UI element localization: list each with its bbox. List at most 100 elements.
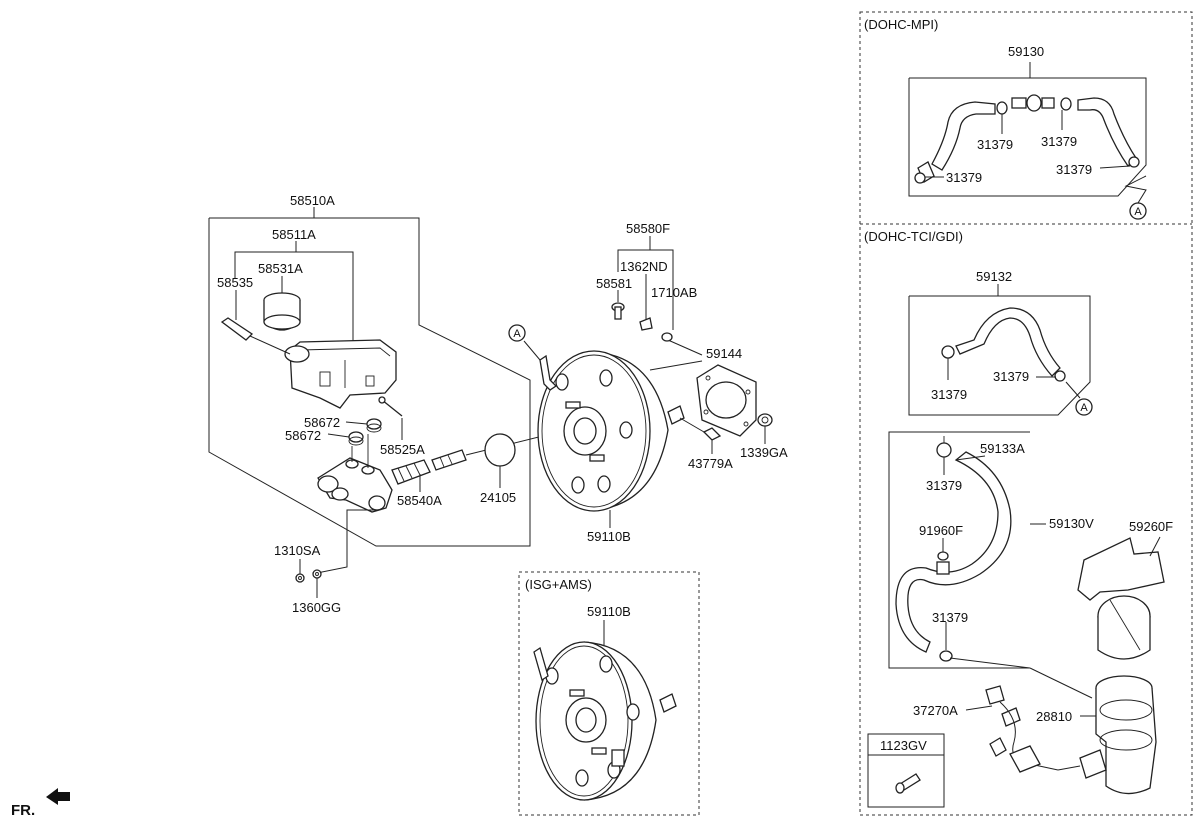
leader-59260F bbox=[1149, 536, 1161, 557]
callout-37270A[interactable]: 37270A bbox=[913, 703, 958, 718]
group-frame-right bbox=[859, 11, 1193, 816]
leader-pump-hose bbox=[949, 657, 1031, 669]
booster-gasket[interactable] bbox=[696, 364, 757, 437]
clevis-clip[interactable] bbox=[702, 427, 722, 441]
fluid-level-sensor[interactable] bbox=[220, 317, 291, 355]
pump-bracket[interactable] bbox=[1077, 537, 1165, 660]
callout-59133A[interactable]: 59133A bbox=[980, 441, 1025, 456]
front-direction-label: FR. bbox=[11, 802, 35, 819]
callout-58580F[interactable]: 58580F bbox=[626, 221, 670, 236]
leader-booster-marker bbox=[523, 340, 541, 361]
callout-58540A[interactable]: 58540A bbox=[397, 493, 442, 508]
callout-1362ND[interactable]: 1362ND bbox=[620, 259, 668, 274]
callout-1339GA[interactable]: 1339GA bbox=[740, 445, 788, 460]
leader-pump-hose-2 bbox=[1029, 667, 1093, 699]
reservoir-pin[interactable] bbox=[378, 396, 403, 417]
brake-booster-isg[interactable] bbox=[533, 641, 677, 801]
callout-58672-a[interactable]: 58672 bbox=[304, 415, 340, 430]
screw-1123GV[interactable] bbox=[895, 773, 921, 794]
booster-nut[interactable] bbox=[757, 413, 773, 427]
reference-marker-a-mpi bbox=[1129, 202, 1147, 220]
callout-1310SA[interactable]: 1310SA bbox=[274, 543, 321, 558]
hose-clip-mpi-3[interactable] bbox=[1128, 156, 1140, 168]
callout-58525A[interactable]: 58525A bbox=[380, 442, 425, 457]
callout-31379-m1[interactable]: 31379 bbox=[977, 137, 1013, 152]
front-direction-arrow-icon bbox=[46, 788, 70, 805]
brake-fluid-reservoir[interactable] bbox=[284, 339, 397, 409]
callout-59132[interactable]: 59132 bbox=[976, 269, 1012, 284]
reference-marker-a bbox=[508, 324, 526, 342]
vacuum-hose-mpi-right[interactable] bbox=[1077, 97, 1137, 168]
callout-43779A[interactable]: 43779A bbox=[688, 456, 733, 471]
group-frame-isg bbox=[518, 571, 700, 816]
grommet-upper[interactable] bbox=[366, 418, 382, 433]
leader-31379-m3 bbox=[1099, 165, 1131, 169]
callout-1360GG[interactable]: 1360GG bbox=[292, 600, 341, 615]
callout-31379-m3[interactable]: 31379 bbox=[1056, 162, 1092, 177]
callout-31379-m2[interactable]: 31379 bbox=[1041, 134, 1077, 149]
callout-58510A[interactable]: 58510A bbox=[290, 193, 335, 208]
callout-58535[interactable]: 58535 bbox=[217, 275, 253, 290]
clip-1362ND[interactable] bbox=[639, 317, 653, 331]
callout-58531A[interactable]: 58531A bbox=[258, 261, 303, 276]
hose-clip-mpi-1[interactable] bbox=[996, 101, 1008, 115]
callout-58672-b[interactable]: 58672 bbox=[285, 428, 321, 443]
master-cylinder[interactable] bbox=[317, 434, 393, 513]
callout-1123GV[interactable]: 1123GV bbox=[880, 738, 927, 753]
brake-booster[interactable] bbox=[537, 350, 685, 512]
callout-31379-t3[interactable]: 31379 bbox=[926, 478, 962, 493]
callout-31379-t2[interactable]: 31379 bbox=[993, 369, 1029, 384]
washer-1710AB[interactable] bbox=[661, 332, 673, 342]
callout-24105[interactable]: 24105 bbox=[480, 490, 516, 505]
hose-clip-59133A[interactable] bbox=[936, 436, 952, 458]
callout-1710AB[interactable]: 1710AB bbox=[651, 285, 697, 300]
bracket-59130V bbox=[888, 431, 1030, 669]
nut-1310SA[interactable] bbox=[295, 573, 305, 583]
leader-59133A bbox=[955, 455, 986, 461]
callout-31379-t1[interactable]: 31379 bbox=[931, 387, 967, 402]
callout-58511A[interactable]: 58511A bbox=[272, 227, 316, 242]
group-label-tci: (DOHC-TCI/GDI) bbox=[864, 229, 963, 244]
leader-mounting-nuts bbox=[316, 509, 376, 574]
vacuum-hose-59130V[interactable] bbox=[895, 451, 1012, 653]
callout-59110B-isg[interactable]: 59110B bbox=[587, 604, 631, 619]
group-label-isg: (ISG+AMS) bbox=[525, 577, 592, 592]
callout-59260F[interactable]: 59260F bbox=[1129, 519, 1173, 534]
vacuum-hose-tci[interactable] bbox=[955, 307, 1061, 377]
o-ring[interactable] bbox=[484, 433, 516, 467]
callout-31379-t4[interactable]: 31379 bbox=[932, 610, 968, 625]
check-valve-mpi[interactable] bbox=[1011, 94, 1055, 112]
callout-59130[interactable]: 59130 bbox=[1008, 44, 1044, 59]
callout-59130V[interactable]: 59130V bbox=[1049, 516, 1094, 531]
callout-91960F[interactable]: 91960F bbox=[919, 523, 963, 538]
hose-clip-tci-1[interactable] bbox=[941, 345, 955, 359]
hose-clip-mpi-4[interactable] bbox=[914, 172, 926, 184]
callout-31379-m4[interactable]: 31379 bbox=[946, 170, 982, 185]
callout-59144[interactable]: 59144 bbox=[706, 346, 742, 361]
reference-marker-a-mpi-label: A bbox=[1134, 206, 1142, 218]
reference-marker-a-tci-label: A bbox=[1080, 402, 1088, 414]
bracket-58580F bbox=[617, 249, 674, 330]
assembly-outline-58510A bbox=[208, 217, 531, 547]
reservoir-cap[interactable] bbox=[263, 292, 301, 331]
connector-91960F[interactable] bbox=[936, 551, 950, 575]
callout-59110B-main[interactable]: 59110B bbox=[587, 529, 631, 544]
clip-alignment bbox=[679, 417, 705, 433]
bolt-58581[interactable] bbox=[611, 302, 625, 320]
wiring-harness[interactable] bbox=[985, 685, 1081, 773]
leader-37270A bbox=[965, 705, 993, 711]
callout-58581[interactable]: 58581 bbox=[596, 276, 632, 291]
reference-marker-a-tci bbox=[1075, 398, 1093, 416]
group-label-mpi: (DOHC-MPI) bbox=[864, 17, 938, 32]
reference-marker-a-label: A bbox=[513, 328, 521, 340]
leader-1710AB bbox=[667, 339, 703, 356]
callout-28810[interactable]: 28810 bbox=[1036, 709, 1072, 724]
hose-clip-mpi-2[interactable] bbox=[1060, 97, 1072, 111]
part-box-1123GV bbox=[867, 733, 945, 808]
grommet-lower[interactable] bbox=[348, 431, 364, 446]
washer-1360GG[interactable] bbox=[312, 569, 322, 579]
hose-clip-tci-2[interactable] bbox=[1054, 370, 1066, 382]
vacuum-pump[interactable] bbox=[1079, 675, 1157, 795]
hose-clip-tci-3[interactable] bbox=[939, 650, 953, 662]
